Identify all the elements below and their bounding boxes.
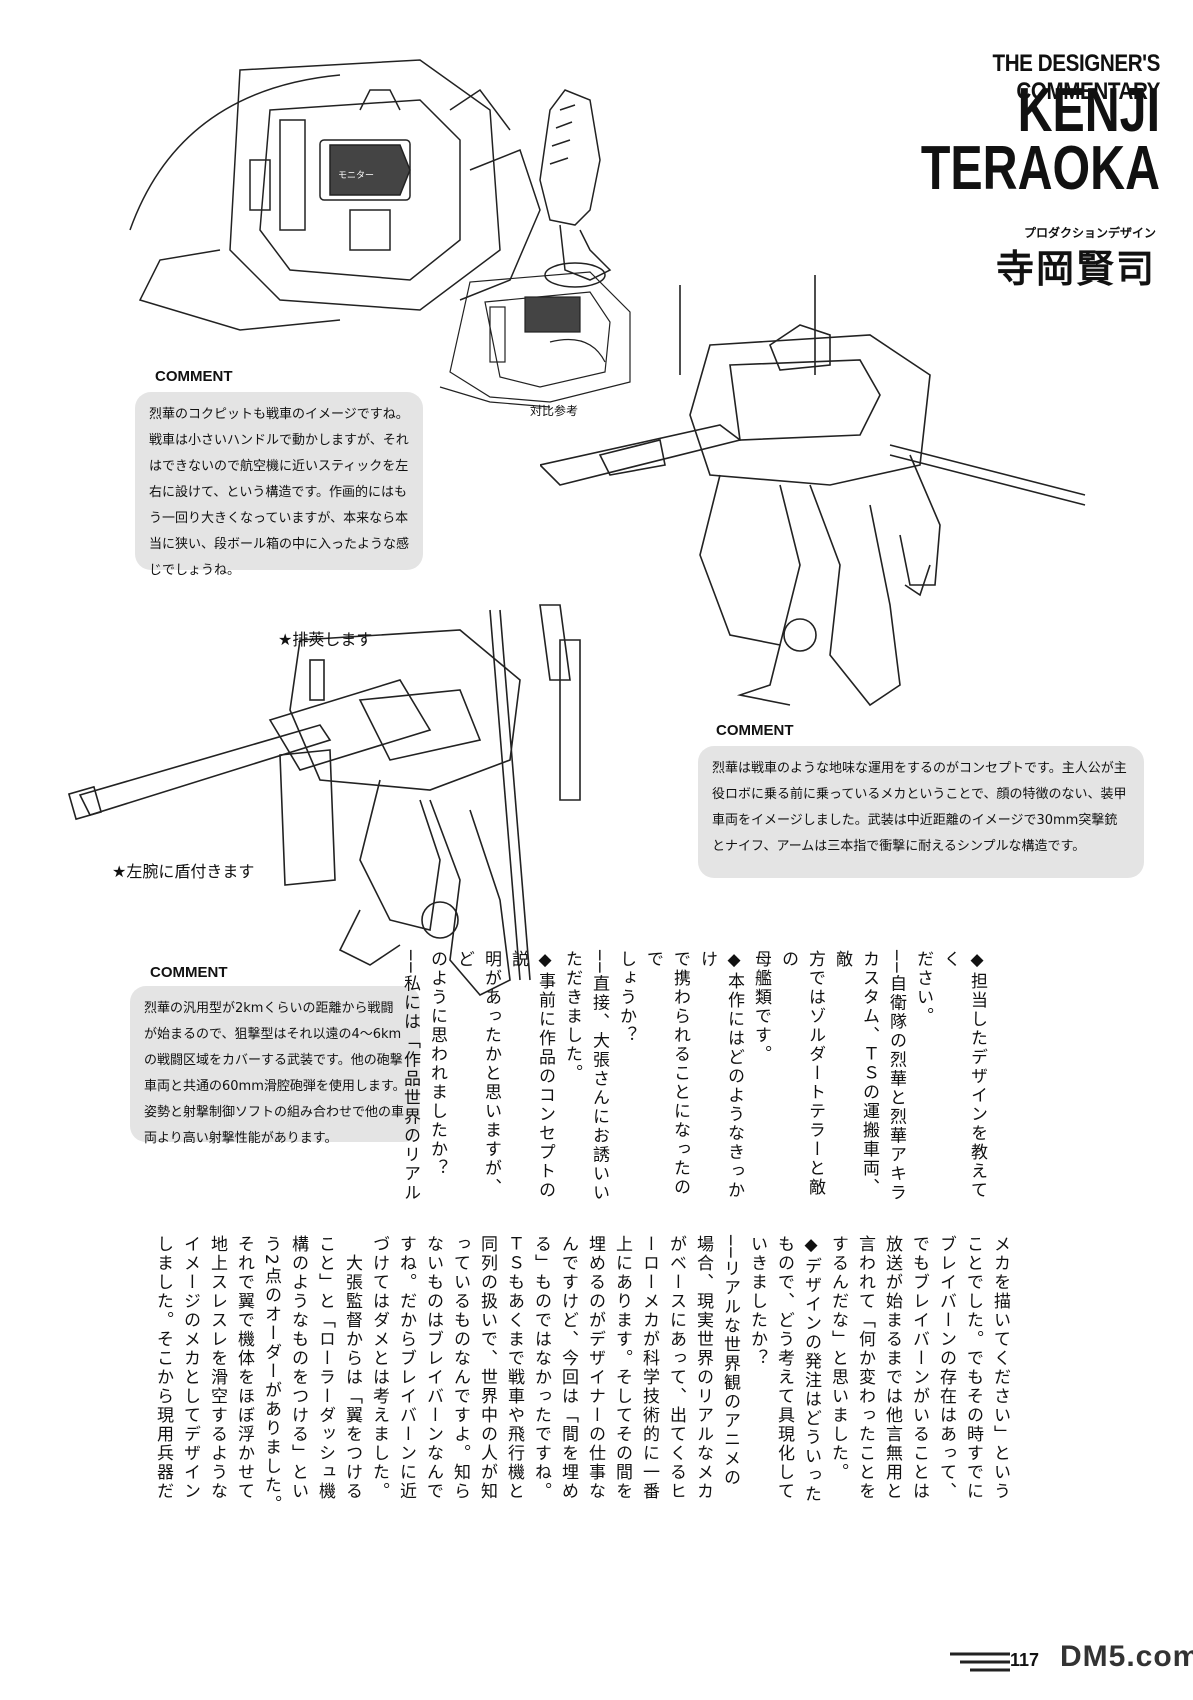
interview-lower-col: ことでした。でもその時すでに — [963, 1235, 983, 1501]
comment-concept-box: 烈華は戦車のような地味な運用をするのがコンセプトです。主人公が主役ロボに乗る前に… — [698, 746, 1144, 878]
interview-upper-col: ──直接、大張さんにお誘いい — [589, 950, 609, 1203]
interview-lower-col: 地上スレスレを滑空するような — [207, 1235, 227, 1501]
interview-lower-col: もので、どう考えて具現化して — [774, 1235, 794, 1501]
mech-standard-illustration — [540, 275, 1086, 707]
comment-label: COMMENT — [716, 722, 794, 739]
callout-eject: ★排莢します — [278, 630, 373, 649]
comment-cockpit-text: 烈華のコクピットも戦車のイメージですね。戦車は小さいハンドルで動かしますが、それ… — [149, 407, 410, 578]
interview-lower-col: る」ものではなかったですね。 — [531, 1235, 551, 1501]
cockpit-illustration: モニター — [129, 59, 612, 331]
interview-lower-col: ──リアルな世界観のアニメの — [720, 1235, 740, 1488]
comment-sniper-text: 烈華の汎用型が2kmくらいの距離から戦闘が始まるので、狙撃型はそれ以遠の4〜6k… — [144, 1001, 406, 1146]
interview-upper-col: ただきました。 — [562, 950, 582, 1083]
cockpit-comparison-illustration — [439, 271, 631, 408]
interview-upper-col: ──私には「作品世界のリアル — [400, 950, 420, 1203]
interview-lower-col: ＴＳもあくまで戦車や飛行機と — [504, 1235, 524, 1501]
interview-lower-col: っているものなんですよ。知ら — [450, 1235, 470, 1501]
interview-upper-col: ◆本作にはどのようなきっかけ — [697, 950, 744, 1200]
interview-upper-col: 明があったかと思いますが、ど — [454, 950, 501, 1197]
interview-upper-col: カスタム、ＴＳの運搬車両、敵 — [832, 950, 879, 1197]
page-number: 117 — [1010, 1650, 1040, 1670]
interview-lower-col: 埋めるのがデザイナーの仕事な — [585, 1235, 605, 1501]
interview-lower-col: するんだな」と思いました。 — [828, 1235, 848, 1482]
interview-lower-col: ◆デザインの発注はどういった — [801, 1235, 821, 1504]
comment-concept-text: 烈華は戦車のような地味な運用をするのがコンセプトです。主人公が主役ロボに乗る前に… — [712, 761, 1127, 854]
designer-name-jp: 寺岡賢司 — [995, 246, 1156, 291]
mech-sniper-illustration — [67, 604, 581, 996]
interview-upper-col: ◆担当したデザインを教えてく — [940, 950, 987, 1200]
interview-lower-col: 放送が始まるまでは他言無用と — [882, 1235, 902, 1501]
designer-role: プロダクションデザイン — [1023, 226, 1156, 240]
interview-lower-col: づけてはダメとは考えました。 — [369, 1235, 389, 1501]
designer-name-last: TERAOKA — [920, 134, 1160, 203]
comment-label: COMMENT — [150, 964, 228, 981]
interview-lower-col: 大張監督からは「翼をつける — [342, 1235, 362, 1501]
interview-lower-col: んですけど、今回は「間を埋め — [558, 1235, 578, 1501]
interview-upper-col: 方ではゾルダートテラーと敵の — [778, 950, 825, 1197]
interview-lower-col: 同列の扱いで、世界中の人が知 — [477, 1235, 497, 1501]
interview-lower-col: でもブレイバーンがいることは — [909, 1235, 929, 1501]
interview-lower-col: しました。そこから現用兵器だ — [153, 1235, 173, 1501]
interview-lower-col: ないものはブレイバーンなんで — [423, 1235, 443, 1501]
interview-lower-col: 言われて「何か変わったことを — [855, 1235, 875, 1501]
interview-upper-col: 母艦類です。 — [751, 950, 771, 1064]
interview-lower-col: メカを描いてください」という — [990, 1235, 1010, 1501]
interview-lower-col: イメージのメカとしてデザイン — [180, 1235, 200, 1501]
interview-lower-col: 構のようなものをつける」とい — [288, 1235, 308, 1501]
interview-lower-col: すね。だからブレイバーンに近 — [396, 1235, 416, 1501]
interview-lower-col: う2点のオーダーがありました。 — [261, 1235, 281, 1514]
interview-lower-col: それで翼で機体をほぼ浮かせて — [234, 1235, 254, 1501]
interview-upper-col: ◆事前に作品のコンセプトの説 — [508, 950, 555, 1200]
monitor-label: モニター — [338, 170, 374, 181]
comment-sniper-box: 烈華の汎用型が2kmくらいの距離から戦闘が始まるので、狙撃型はそれ以遠の4〜6k… — [130, 986, 420, 1146]
interview-lower-col: ブレイバーンの存在はあって、 — [936, 1235, 956, 1501]
interview-upper-col: で携わられることになったので — [643, 950, 690, 1197]
footer-rule — [950, 1652, 1010, 1672]
interview-upper-col: ださい。 — [913, 950, 933, 1026]
interview-lower-col: こと」と「ローラーダッシュ機 — [315, 1235, 335, 1501]
comparison-caption: 対比参考 — [530, 404, 579, 418]
interview-lower-block: メカを描いてください」という ことでした。でもその時すでに ブレイバーンの存在は… — [148, 1235, 1013, 1625]
callout-shield: ★左腕に盾付きます — [112, 862, 255, 881]
interview-upper-block: ◆担当したデザインを教えてく ださい。 ──自衛隊の烈華と烈華アキラ カスタム、… — [400, 950, 990, 1215]
commentary-heading: THE DESIGNER'S COMMENTARY — [992, 50, 1161, 105]
designer-name-first: KENJI — [1017, 76, 1160, 145]
interview-upper-col: のように思われましたか？ — [427, 950, 447, 1178]
watermark-logo: DM5.com — [1060, 1640, 1193, 1673]
interview-lower-col: いきましたか？ — [747, 1235, 767, 1368]
interview-lower-col: 場合、現実世界のリアルなメカ — [693, 1235, 713, 1501]
interview-upper-col: しょうか？ — [616, 950, 636, 1045]
comment-cockpit-box: 烈華のコクピットも戦車のイメージですね。戦車は小さいハンドルで動かしますが、それ… — [135, 392, 423, 578]
interview-lower-col: 上にあります。そしてその間を — [612, 1235, 632, 1501]
interview-lower-col: ーローメカが科学技術的に一番 — [639, 1235, 659, 1501]
designer-name-en: KENJI TERAOKA — [848, 76, 1160, 203]
interview-lower-col: がベースにあって、出てくるヒ — [666, 1235, 686, 1501]
comment-label: COMMENT — [155, 368, 233, 385]
interview-upper-col: ──自衛隊の烈華と烈華アキラ — [886, 950, 906, 1203]
